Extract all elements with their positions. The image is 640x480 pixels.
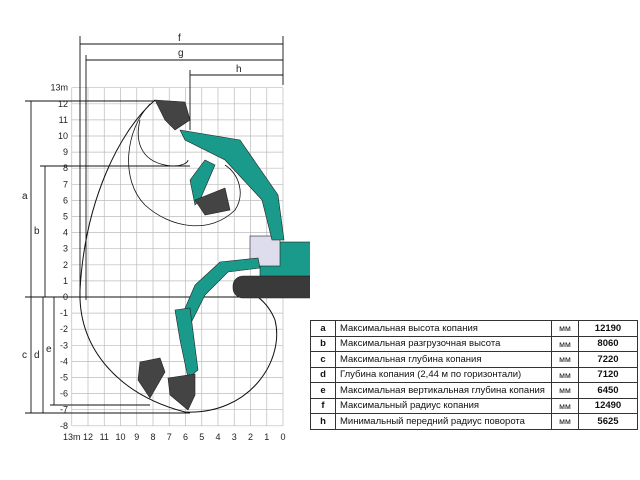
spec-label: Максимальная глубина копания (335, 351, 552, 368)
spec-value: 6450 (578, 382, 638, 399)
spec-value: 8060 (578, 335, 638, 352)
spec-key: e (310, 382, 336, 399)
spec-key: c (310, 351, 336, 368)
spec-value: 5625 (578, 413, 638, 430)
bucket-mid (194, 187, 231, 216)
dim-label-b: b (34, 226, 40, 237)
excavator-illustration (137, 99, 310, 411)
y-tick-label: 11 (59, 115, 68, 125)
spec-label: Максимальная вертикальная глубина копани… (335, 382, 552, 399)
x-tick-label: 3 (232, 432, 237, 442)
y-tick-label: 10 (58, 131, 68, 141)
dim-label-d: d (34, 350, 40, 361)
y-tick-label: -4 (60, 356, 68, 366)
dump-envelope (137, 119, 189, 167)
y-tick-label: -8 (60, 421, 68, 431)
bucket-far (137, 357, 166, 399)
spec-unit: мм (551, 366, 579, 383)
x-tick-label: 10 (115, 432, 125, 442)
spec-unit: мм (551, 320, 579, 337)
spec-key: d (310, 366, 336, 383)
dim-label-a: a (22, 191, 28, 202)
x-tick-label: 7 (167, 432, 172, 442)
inner-envelope (128, 103, 241, 227)
y-tick-label: 7 (63, 179, 68, 189)
dim-label-f: f (178, 33, 181, 44)
spec-label: Минимальный передний радиус поворота (335, 413, 552, 430)
x-tick-label: 6 (183, 432, 188, 442)
spec-unit: мм (551, 413, 579, 430)
digging-envelope (79, 99, 278, 413)
bucket-top (154, 99, 191, 131)
spec-unit: мм (551, 382, 579, 399)
y-tick-label: -7 (60, 405, 68, 415)
spec-value: 7220 (578, 351, 638, 368)
y-tick-label: 8 (63, 163, 68, 173)
arm-raised (189, 159, 216, 206)
spec-unit: мм (551, 351, 579, 368)
spec-label: Максимальный радиус копания (335, 397, 552, 414)
spec-unit: мм (551, 397, 579, 414)
spec-unit: мм (551, 335, 579, 352)
spec-label: Максимальная разгрузочная высота (335, 335, 552, 352)
arm-lowered (174, 307, 199, 379)
y-tick-label: 9 (63, 147, 68, 157)
track (232, 275, 310, 299)
y-tick-label: 12 (58, 99, 68, 109)
y-tick-label: -5 (60, 373, 68, 383)
x-tick-label: 0 (280, 432, 285, 442)
x-tick-label: 8 (150, 432, 155, 442)
dim-label-g: g (178, 48, 184, 59)
spec-label: Максимальная высота копания (335, 320, 552, 337)
y-tick-label: -3 (60, 340, 68, 350)
x-tick-label: 5 (199, 432, 204, 442)
dim-label-h: h (236, 64, 242, 75)
bucket-low (167, 373, 196, 411)
x-tick-label: 11 (100, 432, 109, 442)
spec-label: Глубина копания (2,44 м по горизонтали) (335, 366, 552, 383)
y-tick-label: 6 (63, 195, 68, 205)
dim-label-e: e (46, 344, 52, 355)
y-tick-label: -6 (60, 389, 68, 399)
y-tick-label: 1 (63, 276, 68, 286)
x-tick-label: 1 (264, 432, 269, 442)
spec-key: a (310, 320, 336, 337)
y-tick-label: 13m (50, 83, 68, 93)
y-tick-label: 2 (63, 260, 68, 270)
spec-value: 12490 (578, 397, 638, 414)
y-tick-label: 5 (63, 212, 68, 222)
dim-label-c: c (22, 350, 27, 361)
y-tick-label: 3 (63, 244, 68, 254)
y-tick-label: -1 (60, 308, 68, 318)
spec-value: 7120 (578, 366, 638, 383)
boom-raised (179, 129, 285, 241)
x-tick-label: 12 (83, 432, 93, 442)
spec-value: 12190 (578, 320, 638, 337)
y-tick-label: 4 (63, 228, 68, 238)
spec-key: b (310, 335, 336, 352)
spec-key: f (310, 397, 336, 414)
x-tick-label: 4 (215, 432, 220, 442)
x-tick-label: 13m (63, 432, 81, 442)
x-tick-label: 2 (248, 432, 253, 442)
y-tick-label: -2 (60, 324, 68, 334)
spec-key: h (310, 413, 336, 430)
x-tick-label: 9 (134, 432, 139, 442)
